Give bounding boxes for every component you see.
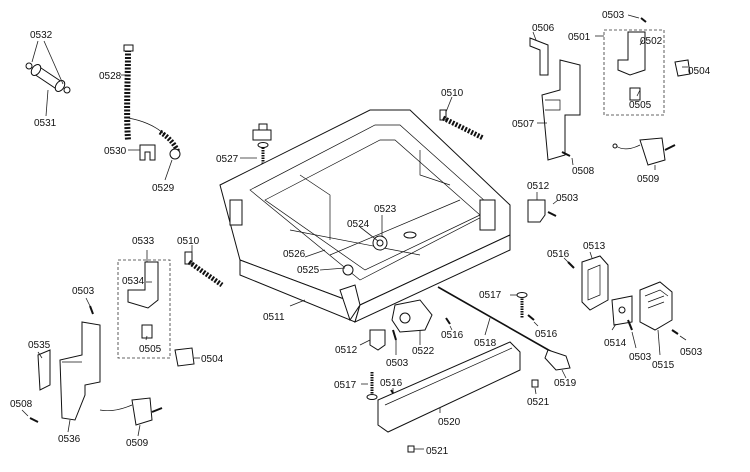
part-0510-spring-left <box>184 245 224 288</box>
label-0518: 0518 <box>474 338 497 349</box>
label-0516-bottom: 0516 <box>380 378 403 389</box>
label-0504-top: 0504 <box>688 66 711 77</box>
label-0503-mid: 0503 <box>556 193 579 204</box>
label-0506: 0506 <box>532 23 555 34</box>
part-0512-bracket-top <box>527 192 559 223</box>
label-0520: 0520 <box>438 417 461 428</box>
label-0530: 0530 <box>104 146 127 157</box>
label-0514: 0514 <box>604 338 627 349</box>
label-0533: 0533 <box>132 236 155 247</box>
label-0525: 0525 <box>297 265 320 276</box>
label-0509-top: 0509 <box>637 174 660 185</box>
label-0503-top: 0503 <box>602 10 625 21</box>
part-0516-screw-far-right <box>563 257 575 269</box>
label-0524: 0524 <box>347 219 370 230</box>
part-0521-screw-bottom <box>407 445 424 453</box>
part-0507-bracket <box>537 59 581 161</box>
part-0533-group <box>117 250 171 359</box>
label-0528: 0528 <box>99 71 122 82</box>
part-0517-screw-center <box>510 292 528 318</box>
label-0508-top: 0508 <box>572 166 595 177</box>
part-0528-hose <box>121 44 181 160</box>
label-0527: 0527 <box>216 154 239 165</box>
part-0503-screw-left <box>85 297 94 315</box>
part-0512-bracket-bottom <box>359 329 386 351</box>
label-0526: 0526 <box>283 249 306 260</box>
label-0516-center: 0516 <box>441 330 464 341</box>
label-0504-left: 0504 <box>201 354 224 365</box>
part-0514-bracket <box>611 295 633 331</box>
label-0513: 0513 <box>583 241 606 252</box>
label-0512-bottom: 0512 <box>335 345 358 356</box>
label-0536: 0536 <box>58 434 81 445</box>
part-0509-sensor-left <box>99 397 163 437</box>
label-0503-right-a: 0503 <box>629 352 652 363</box>
part-0520-kickplate <box>377 341 521 433</box>
label-0535: 0535 <box>28 340 51 351</box>
part-0504-clip-left <box>174 347 200 367</box>
part-0522-valve <box>391 299 433 345</box>
part-0508-screw-left <box>21 409 39 423</box>
part-0535-cover <box>37 349 51 391</box>
label-0523: 0523 <box>374 204 397 215</box>
label-0502: 0502 <box>640 36 663 47</box>
label-0510-left: 0510 <box>177 236 200 247</box>
callout-labels: 0532 0531 0528 0530 0529 0527 0510 0506 … <box>10 10 711 457</box>
label-0503-left: 0503 <box>72 286 95 297</box>
part-0518-rod <box>437 286 553 353</box>
label-0517-center: 0517 <box>479 290 502 301</box>
label-0522: 0522 <box>412 346 435 357</box>
part-0530-clip <box>128 144 173 181</box>
part-0519-end-cap <box>544 349 571 379</box>
label-0508-left: 0508 <box>10 399 33 410</box>
part-0511-base-tub <box>219 109 511 323</box>
label-0507: 0507 <box>512 119 535 130</box>
label-0516-right: 0516 <box>535 329 558 340</box>
part-0517-screw-bottom <box>361 372 378 400</box>
part-0508-screw-top <box>561 151 574 166</box>
part-0536-bracket <box>59 321 101 433</box>
label-0505-left: 0505 <box>139 344 162 355</box>
label-0531: 0531 <box>34 118 57 129</box>
part-0501-group <box>595 14 665 116</box>
part-0521-screw-right <box>531 379 539 395</box>
label-0503-center: 0503 <box>386 358 409 369</box>
label-0529: 0529 <box>152 183 175 194</box>
label-0509-left: 0509 <box>126 438 149 449</box>
label-0532: 0532 <box>30 30 53 41</box>
part-0509-sensor-top <box>612 137 676 170</box>
label-0516-far-right: 0516 <box>547 249 570 260</box>
label-0511: 0511 <box>263 312 285 323</box>
part-0503-screw-center <box>392 329 397 355</box>
part-0513-switch-housing <box>581 251 609 311</box>
label-0510-top: 0510 <box>441 88 464 99</box>
part-0506-bracket <box>529 31 549 76</box>
label-0534: 0534 <box>122 276 145 287</box>
part-0503-screw-right-a <box>627 319 637 349</box>
part-0516-screw-center <box>445 317 453 331</box>
label-0512-top: 0512 <box>527 181 550 192</box>
part-0531-filter-tube <box>25 40 71 117</box>
part-0510-spring-top <box>439 96 485 141</box>
part-0516-screw-right <box>527 314 539 327</box>
label-0515: 0515 <box>652 360 675 371</box>
label-0501: 0501 <box>568 32 591 43</box>
label-0519: 0519 <box>554 378 577 389</box>
part-0515-float <box>639 281 673 356</box>
label-0521-right: 0521 <box>527 397 550 408</box>
label-0517-bottom: 0517 <box>334 380 357 391</box>
part-0504-top-clip <box>674 59 691 77</box>
label-0505-top: 0505 <box>629 100 652 111</box>
label-0521-bottom: 0521 <box>426 446 449 457</box>
part-0503-screw-right-b <box>671 329 687 341</box>
label-0503-right-b: 0503 <box>680 347 703 358</box>
